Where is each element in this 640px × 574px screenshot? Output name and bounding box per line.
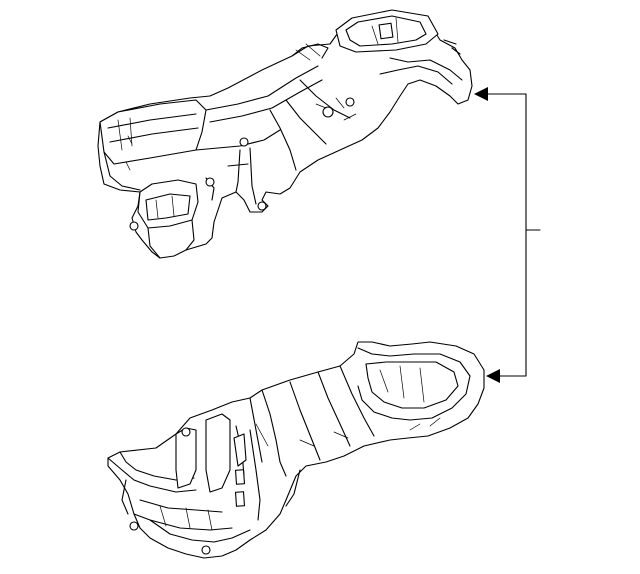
lower-duct-housing[interactable] <box>107 341 485 559</box>
upper-duct-housing[interactable] <box>97 9 473 259</box>
callout-bracket <box>474 87 541 383</box>
arrowhead-upper <box>474 87 488 101</box>
arrowhead-lower <box>486 369 500 383</box>
